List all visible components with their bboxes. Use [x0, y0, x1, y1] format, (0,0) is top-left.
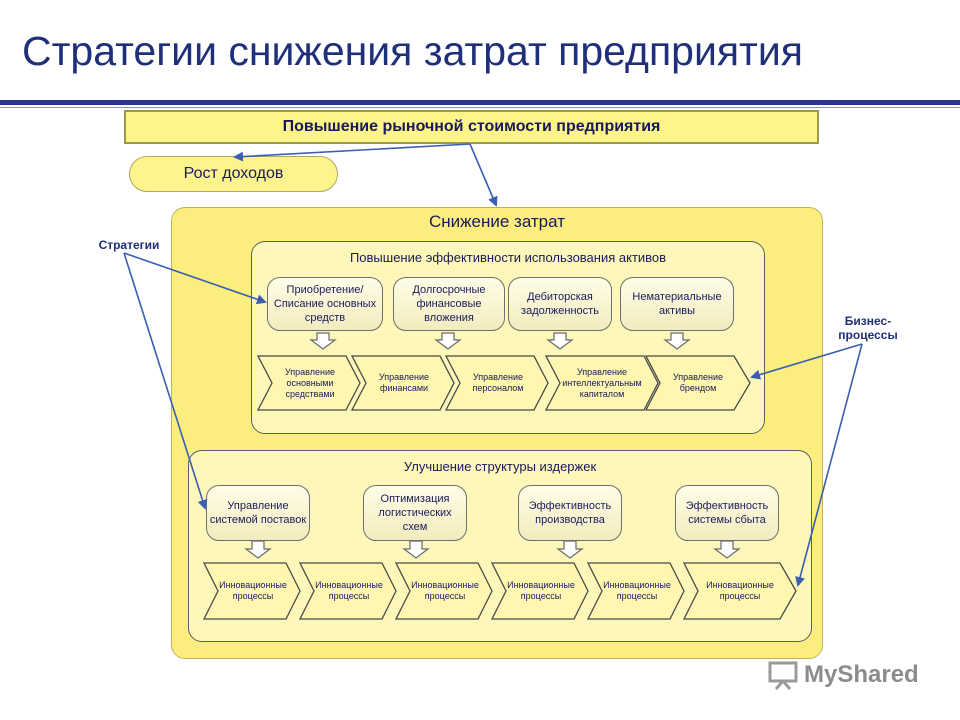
process-innovation-5: Инновационные процессы	[603, 580, 671, 601]
arrow-goal-to-revenue	[233, 143, 471, 162]
process-innovation-4: Инновационные процессы	[507, 580, 575, 601]
strategy-receivables: Дебиторская задолженность	[508, 277, 612, 331]
down-arrow-8	[713, 540, 741, 559]
process-innovation-3: Инновационные процессы	[411, 580, 479, 601]
process-innovation-1: Инновационные процессы	[219, 580, 287, 601]
process-fixed-assets: Управление основными средствами	[284, 366, 336, 399]
cost-structure-label: Улучшение структуры издержек	[403, 459, 597, 474]
chevron-innovation-1	[202, 562, 301, 620]
chevron-fixed-assets	[256, 355, 361, 411]
down-arrow-7	[556, 540, 584, 559]
chevron-brand	[644, 355, 751, 411]
arrow-processes-lower	[795, 343, 863, 587]
arrow-goal-to-costs	[469, 143, 498, 207]
chevron-innovation-2	[298, 562, 397, 620]
strategy-long-term-investments: Долгосрочные финансовые вложения	[393, 277, 505, 331]
watermark-text: MyShared	[804, 661, 919, 688]
watermark-logo: MyShared	[768, 660, 919, 690]
down-arrow-4	[663, 332, 691, 350]
chevron-innovation-4	[490, 562, 589, 620]
strategy-fixed-assets: Приобретение/ Списание основных средств	[267, 277, 383, 331]
down-arrow-3	[546, 332, 574, 350]
strategy-sales-efficiency: Эффективность системы сбыта	[675, 485, 779, 541]
business-processes-label: Бизнес-процессы	[838, 314, 898, 342]
arrow-processes-upper	[750, 343, 863, 380]
chevron-personnel	[444, 355, 549, 411]
presentation-icon	[768, 661, 798, 690]
chevron-finance	[350, 355, 455, 411]
process-innovation-6: Инновационные процессы	[706, 580, 774, 601]
process-personnel: Управление персоналом	[472, 372, 524, 393]
chevron-intellectual-capital	[544, 355, 659, 411]
process-brand: Управление брендом	[672, 372, 724, 393]
down-arrow-2	[434, 332, 462, 350]
title-underline-thin	[0, 107, 960, 108]
strategy-intangible-assets: Нематериальные активы	[620, 277, 734, 331]
process-intellectual-capital: Управление интеллектуальным капиталом	[562, 366, 642, 399]
strategy-logistics-optimization: Оптимизация логистических схем	[363, 485, 467, 541]
process-innovation-2: Инновационные процессы	[315, 580, 383, 601]
strategy-production-efficiency: Эффективность производства	[518, 485, 622, 541]
top-goal-box: Повышение рыночной стоимости предприятия	[124, 110, 819, 144]
arrow-strategies-upper	[123, 252, 267, 305]
down-arrow-1	[309, 332, 337, 350]
page-title: Стратегии снижения затрат предприятия	[22, 28, 803, 74]
title-underline	[0, 100, 960, 105]
process-finance: Управление финансами	[378, 372, 430, 393]
cost-reduction-label: Снижение затрат	[428, 212, 566, 231]
down-arrow-6	[402, 540, 430, 559]
chevron-innovation-3	[394, 562, 493, 620]
strategies-label: Стратегии	[98, 238, 160, 252]
down-arrow-5	[244, 540, 272, 559]
chevron-innovation-5	[586, 562, 685, 620]
strategy-supply-management: Управление системой поставок	[206, 485, 310, 541]
arrow-strategies-lower	[123, 252, 208, 510]
asset-efficiency-label: Повышение эффективности использования ак…	[349, 250, 667, 265]
chevron-innovation-6	[682, 562, 797, 620]
